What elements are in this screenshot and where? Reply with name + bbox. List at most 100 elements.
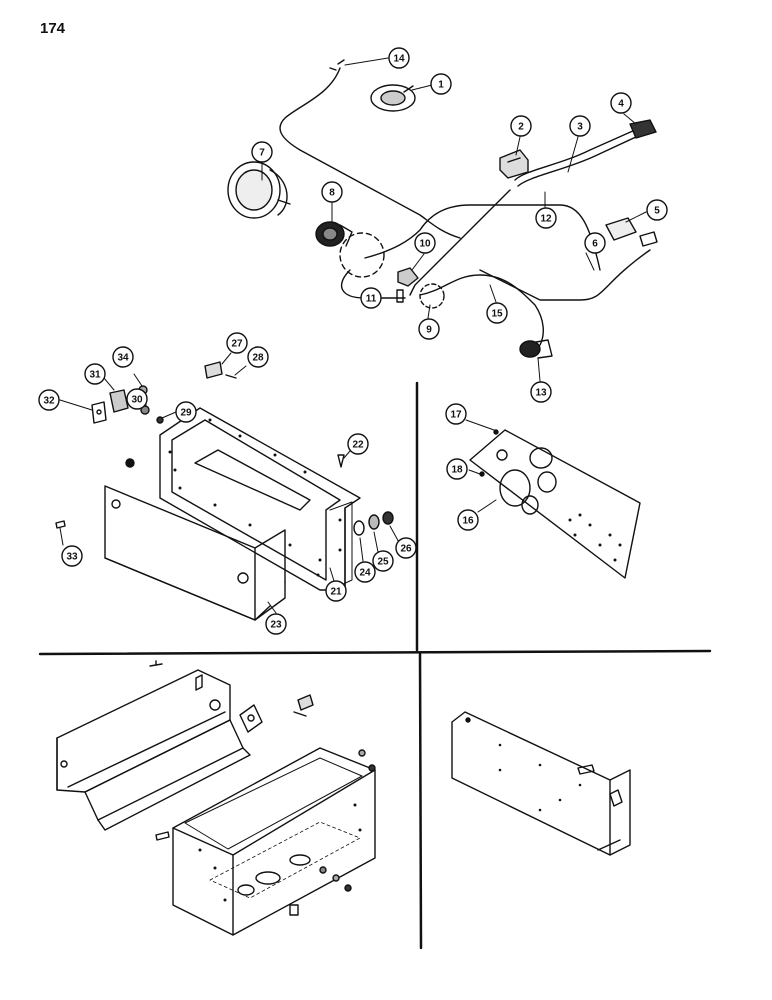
part-31-bracket bbox=[109, 389, 129, 413]
part-26-nut bbox=[382, 511, 394, 525]
callout-circle bbox=[388, 47, 410, 69]
divider-vertical-bottom bbox=[418, 652, 423, 950]
callout-label: 33 bbox=[66, 552, 78, 563]
callout-circle bbox=[372, 550, 394, 572]
part-4-connector bbox=[629, 119, 657, 139]
callout-circle bbox=[418, 318, 440, 340]
callout-circle bbox=[84, 363, 106, 385]
part-24-washer bbox=[353, 520, 365, 536]
callout-11: 11 bbox=[360, 287, 382, 309]
part-10-switch bbox=[397, 267, 419, 287]
part-17-screw bbox=[493, 429, 499, 435]
callout-circle bbox=[325, 580, 347, 602]
callout-8: 8 bbox=[321, 181, 343, 203]
part-1-gauge bbox=[370, 84, 416, 112]
callout-3: 3 bbox=[569, 115, 591, 137]
part-28-bolt bbox=[225, 374, 237, 379]
instrument-panel-16 bbox=[469, 429, 641, 579]
callout-label: 5 bbox=[654, 206, 660, 217]
part-11-fitting bbox=[396, 289, 404, 303]
callout-label: 21 bbox=[330, 587, 342, 598]
callout-label: 12 bbox=[540, 214, 552, 225]
part-32-plate bbox=[91, 401, 107, 424]
callout-28: 28 bbox=[247, 346, 269, 368]
callout-label: 14 bbox=[393, 54, 405, 65]
callout-label: 30 bbox=[131, 395, 143, 406]
callout-circle bbox=[347, 433, 369, 455]
callout-circle bbox=[510, 115, 532, 137]
callout-circle bbox=[430, 73, 452, 95]
callout-label: 29 bbox=[180, 408, 192, 419]
callout-2: 2 bbox=[510, 115, 532, 137]
callout-circle bbox=[226, 332, 248, 354]
housing-exploded-view bbox=[56, 660, 376, 936]
callout-circle bbox=[354, 561, 376, 583]
part-5-block bbox=[605, 217, 637, 241]
part-22-screw bbox=[337, 454, 345, 468]
callout-22: 22 bbox=[347, 433, 369, 455]
part-33-screw bbox=[55, 520, 66, 529]
callout-label: 18 bbox=[451, 465, 463, 476]
callout-circle bbox=[584, 232, 606, 254]
divider-horizontal bbox=[38, 649, 712, 656]
callout-circle bbox=[395, 537, 417, 559]
callout-circle bbox=[126, 388, 148, 410]
callout-label: 8 bbox=[329, 188, 335, 199]
part-18-screw bbox=[479, 471, 485, 477]
callout-label: 2 bbox=[518, 122, 524, 133]
part-27-bracket bbox=[204, 361, 223, 379]
callout-25: 25 bbox=[372, 550, 394, 572]
part-29-nut bbox=[156, 416, 164, 424]
callout-33: 33 bbox=[61, 545, 83, 567]
callout-32: 32 bbox=[38, 389, 60, 411]
callout-1: 1 bbox=[430, 73, 452, 95]
callout-label: 9 bbox=[426, 325, 432, 336]
callout-14: 14 bbox=[388, 47, 410, 69]
callout-23: 23 bbox=[265, 613, 287, 635]
callout-15: 15 bbox=[486, 302, 508, 324]
callout-10: 10 bbox=[414, 232, 436, 254]
callout-circle bbox=[530, 381, 552, 403]
callout-label: 26 bbox=[400, 544, 412, 555]
callout-24: 24 bbox=[354, 561, 376, 583]
callout-30: 30 bbox=[126, 388, 148, 410]
callout-circle bbox=[535, 207, 557, 229]
callout-16: 16 bbox=[457, 509, 479, 531]
callout-21: 21 bbox=[325, 580, 347, 602]
callout-34: 34 bbox=[112, 346, 134, 368]
callout-label: 24 bbox=[359, 568, 371, 579]
callout-label: 23 bbox=[270, 620, 282, 631]
page-number: 174 bbox=[40, 20, 66, 37]
callout-12: 12 bbox=[535, 207, 557, 229]
callout-26: 26 bbox=[395, 537, 417, 559]
callout-circle bbox=[321, 181, 343, 203]
callout-circle bbox=[414, 232, 436, 254]
part-2-bracket bbox=[499, 149, 529, 179]
callout-13: 13 bbox=[530, 381, 552, 403]
part-7-gauge bbox=[227, 161, 291, 219]
callout-9: 9 bbox=[418, 318, 440, 340]
callout-circle bbox=[646, 199, 668, 221]
callout-31: 31 bbox=[84, 363, 106, 385]
callout-circle bbox=[265, 613, 287, 635]
callout-label: 31 bbox=[89, 370, 101, 381]
callout-circle bbox=[569, 115, 591, 137]
callout-circle bbox=[360, 287, 382, 309]
callout-label: 28 bbox=[252, 353, 264, 364]
callout-label: 6 bbox=[592, 239, 598, 250]
leader-lines bbox=[59, 57, 647, 614]
callout-label: 3 bbox=[577, 122, 583, 133]
cover-panel-bottom-right bbox=[451, 711, 631, 856]
part-13-connector bbox=[519, 339, 553, 359]
callout-label: 16 bbox=[462, 516, 474, 527]
callout-label: 15 bbox=[491, 309, 503, 320]
callout-circle bbox=[445, 403, 467, 425]
callout-circle bbox=[38, 389, 60, 411]
callout-label: 27 bbox=[231, 339, 243, 350]
part-8-switch bbox=[315, 221, 353, 247]
callout-circle bbox=[61, 545, 83, 567]
callout-18: 18 bbox=[446, 458, 468, 480]
callout-label: 1 bbox=[438, 80, 444, 91]
